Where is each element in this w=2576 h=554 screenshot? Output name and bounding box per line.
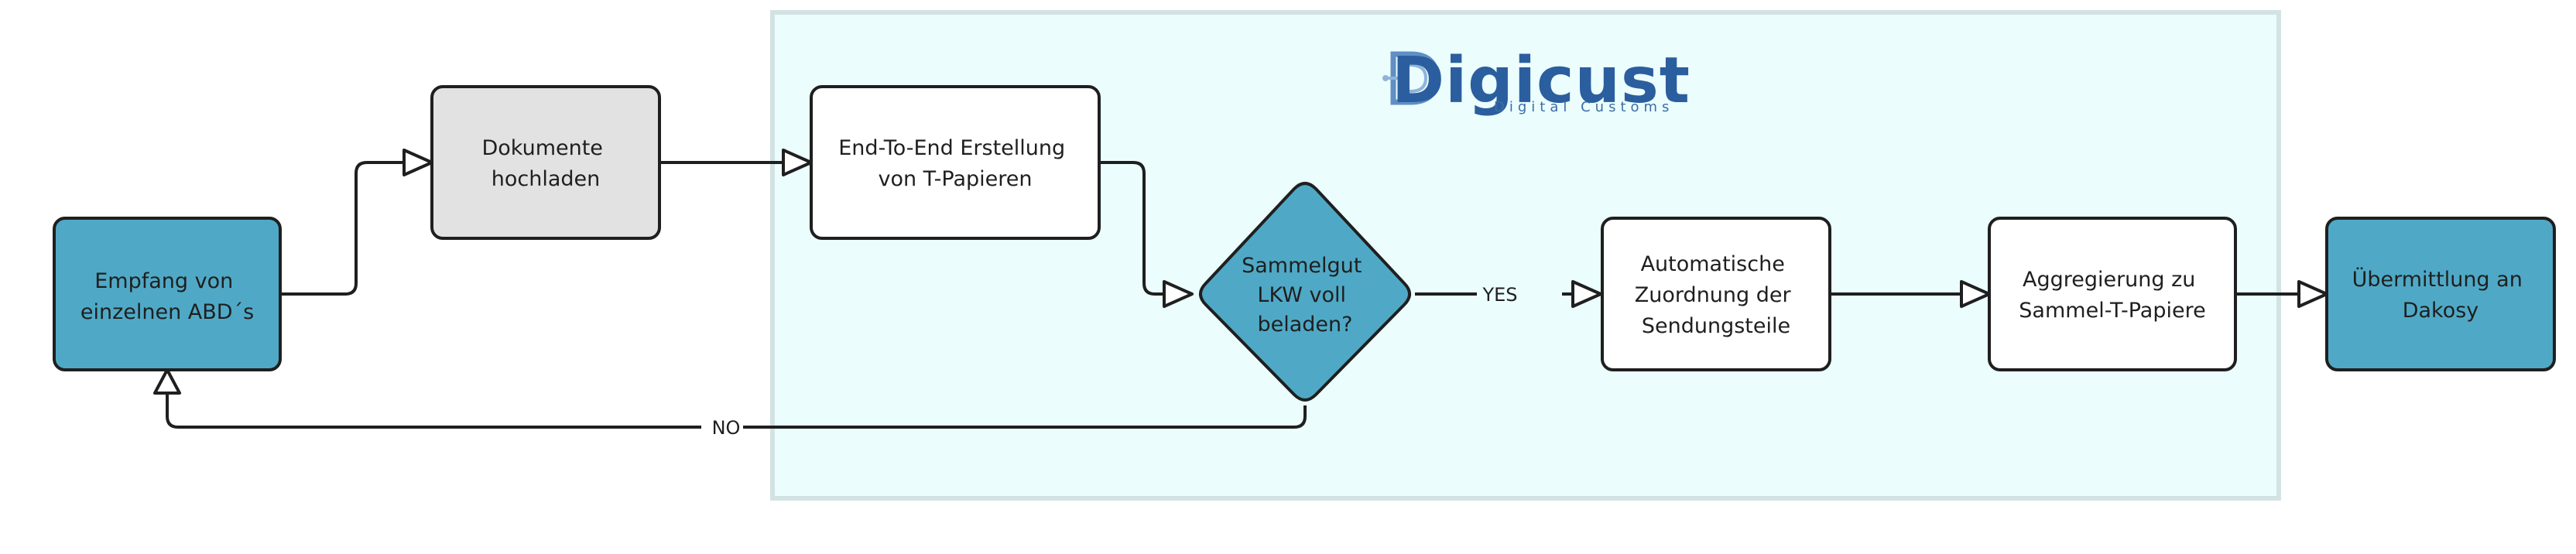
- svg-text:End-To-End Erstellung vo: End-To-End Erstellung von T-Papieren: [838, 136, 1072, 191]
- node-dokumente: Dokumente hochladen: [430, 85, 661, 240]
- svg-text:Übermittlung an Dakosy: Übermittlung an Dakosy: [2352, 267, 2530, 323]
- edge-no-arrowhead: [153, 368, 181, 395]
- node-empfang-line-1: Empfang von: [94, 269, 233, 293]
- edge-empfang-to-dokumente: [280, 149, 433, 296]
- node-sammelgut-line-1: Sammelgut: [1242, 254, 1362, 278]
- node-erstellung-line-2: von T-Papieren: [878, 167, 1032, 191]
- svg-text:Aggregierung zu Sammel-T: Aggregierung zu Sammel-T-Papiere: [2019, 268, 2205, 323]
- svg-text:Sammelgut LKW voll: Sammelgut LKW voll beladen?: [1242, 254, 1368, 337]
- edge-label-no: NO: [712, 417, 741, 439]
- logo-tagline: Digital Customs: [1494, 99, 1673, 115]
- svg-text:Automatische Zuordnung d: Automatische Zuordnung der Sendungsteile: [1635, 252, 1797, 338]
- node-zuordnung-line-3: Sendungsteile: [1642, 314, 1790, 338]
- node-zuordnung: Automatische Zuordnung der Sendungsteile: [1601, 217, 1831, 371]
- node-sammelgut-decision: Sammelgut LKW voll beladen?: [1199, 182, 1411, 402]
- logo-wordmark: Digicust: [1392, 44, 1690, 118]
- circuit-letter-d-icon: [1382, 51, 1440, 105]
- node-aggregierung: Aggregierung zu Sammel-T-Papiere: [1988, 217, 2237, 371]
- node-sammelgut-line-3: beladen?: [1258, 313, 1353, 337]
- node-erstellung: End-To-End Erstellung von T-Papieren: [810, 85, 1101, 240]
- edge-sammelgut-to-empfang-no: [166, 374, 1307, 429]
- node-uebermittlung: Übermittlung an Dakosy: [2325, 217, 2556, 371]
- svg-text:Dokumente hochladen: Dokumente hochladen: [481, 136, 609, 191]
- svg-text:Empfang von einzelnen AB: Empfang von einzelnen ABD´s: [80, 269, 254, 324]
- node-dokumente-line-1: Dokumente: [481, 136, 602, 160]
- digicust-logo: Digicust Digital Customs: [1382, 44, 1690, 118]
- node-empfang-line-2: einzelnen ABD´s: [80, 300, 254, 324]
- node-aggregierung-line-1: Aggregierung zu: [2023, 268, 2195, 292]
- node-uebermittlung-line-1: Übermittlung an: [2352, 267, 2523, 292]
- node-zuordnung-line-2: Zuordnung der: [1635, 283, 1792, 307]
- node-uebermittlung-line-2: Dakosy: [2403, 299, 2479, 323]
- edge-erstellung-to-sammelgut: [1099, 161, 1194, 308]
- node-erstellung-line-1: End-To-End Erstellung: [838, 136, 1065, 160]
- node-sammelgut-line-2: LKW voll: [1257, 283, 1346, 307]
- node-zuordnung-line-1: Automatische: [1641, 252, 1785, 276]
- edge-label-yes: YES: [1482, 284, 1517, 306]
- node-aggregierung-line-2: Sammel-T-Papiere: [2019, 299, 2205, 323]
- yes-label-bg: [1477, 280, 1562, 308]
- node-dokumente-line-2: hochladen: [492, 167, 601, 191]
- node-empfang: Empfang von einzelnen ABD´s: [53, 217, 282, 371]
